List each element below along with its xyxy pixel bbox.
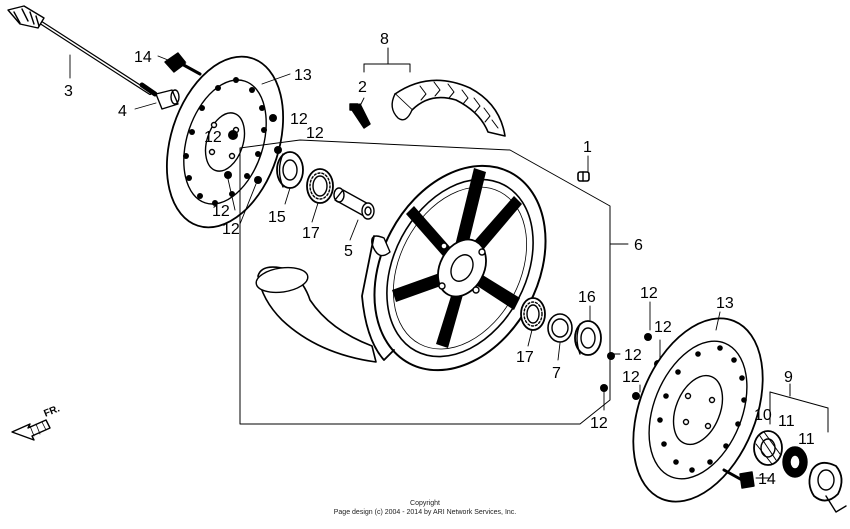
callout-12-right-4: 12 (622, 369, 640, 386)
callout-8: 8 (380, 31, 389, 48)
callout-13-right: 13 (716, 295, 734, 312)
callout-12-left-2: 12 (306, 125, 324, 142)
brake-disc-left[interactable] (146, 42, 303, 243)
callout-12-right-1: 12 (640, 285, 658, 302)
callout-11-b: 11 (798, 431, 815, 448)
brake-disc-right[interactable] (608, 299, 787, 520)
leader-lines (69, 54, 771, 479)
callout-11-a: 11 (778, 413, 795, 430)
axle-collar[interactable] (155, 89, 180, 110)
callout-14-right: 14 (758, 471, 776, 488)
callout-10: 10 (754, 407, 772, 424)
callout-12-right-2: 12 (654, 319, 672, 336)
cast-wheel[interactable] (340, 136, 579, 400)
callout-12-left-1: 12 (290, 111, 308, 128)
dust-seal[interactable] (574, 320, 602, 356)
callout-7: 7 (552, 365, 561, 382)
callout-labels: 3 4 14 13 12 12 12 12 12 8 2 1 15 17 5 6… (64, 31, 815, 488)
tire-valve[interactable] (349, 103, 371, 129)
callout-12-right-5: 12 (590, 415, 608, 432)
callout-14-left: 14 (134, 49, 152, 66)
callout-12-left-4: 12 (212, 203, 230, 220)
copyright-notice: Page design (c) 2004 - 2014 by ARI Netwo… (333, 509, 517, 516)
callout-12-left-3: 12 (204, 129, 222, 146)
speedometer-gear-retainer[interactable] (753, 430, 783, 466)
callout-2: 2 (358, 79, 367, 96)
group-bracket-lines (239, 47, 829, 433)
callout-4: 4 (118, 103, 127, 120)
callout-15: 15 (268, 209, 286, 226)
copyright-heading: Copyright (410, 500, 440, 507)
wheel-bearing-left[interactable] (306, 168, 334, 204)
distance-collar[interactable] (333, 187, 375, 220)
speedometer-gear[interactable] (782, 446, 808, 478)
callout-12-left-5: 12 (222, 221, 240, 238)
disc-bolt-right[interactable] (722, 468, 755, 489)
wheel-bolt[interactable] (577, 171, 590, 182)
disc-bolt-dots-left (224, 114, 282, 184)
callout-5: 5 (344, 243, 353, 260)
oil-seal[interactable] (276, 151, 304, 189)
front-direction-arrow: FR. (11, 403, 62, 441)
callout-1: 1 (583, 139, 592, 156)
disc-bolt-left[interactable] (164, 52, 204, 76)
callout-12-right-3: 12 (624, 347, 642, 364)
callout-6: 6 (634, 237, 643, 254)
callout-17-left: 17 (302, 225, 320, 242)
direction-label: FR. (42, 403, 61, 419)
speedometer-gearbox[interactable] (808, 461, 847, 513)
front-axle[interactable] (7, 5, 158, 97)
retainer-ring[interactable] (547, 313, 573, 343)
front-tire[interactable] (255, 79, 506, 363)
callout-3: 3 (64, 83, 73, 100)
wheel-bearing-right[interactable] (520, 297, 546, 331)
callout-16: 16 (578, 289, 596, 306)
callout-17-right: 17 (516, 349, 534, 366)
callout-9: 9 (784, 369, 793, 386)
callout-13-left: 13 (294, 67, 312, 84)
